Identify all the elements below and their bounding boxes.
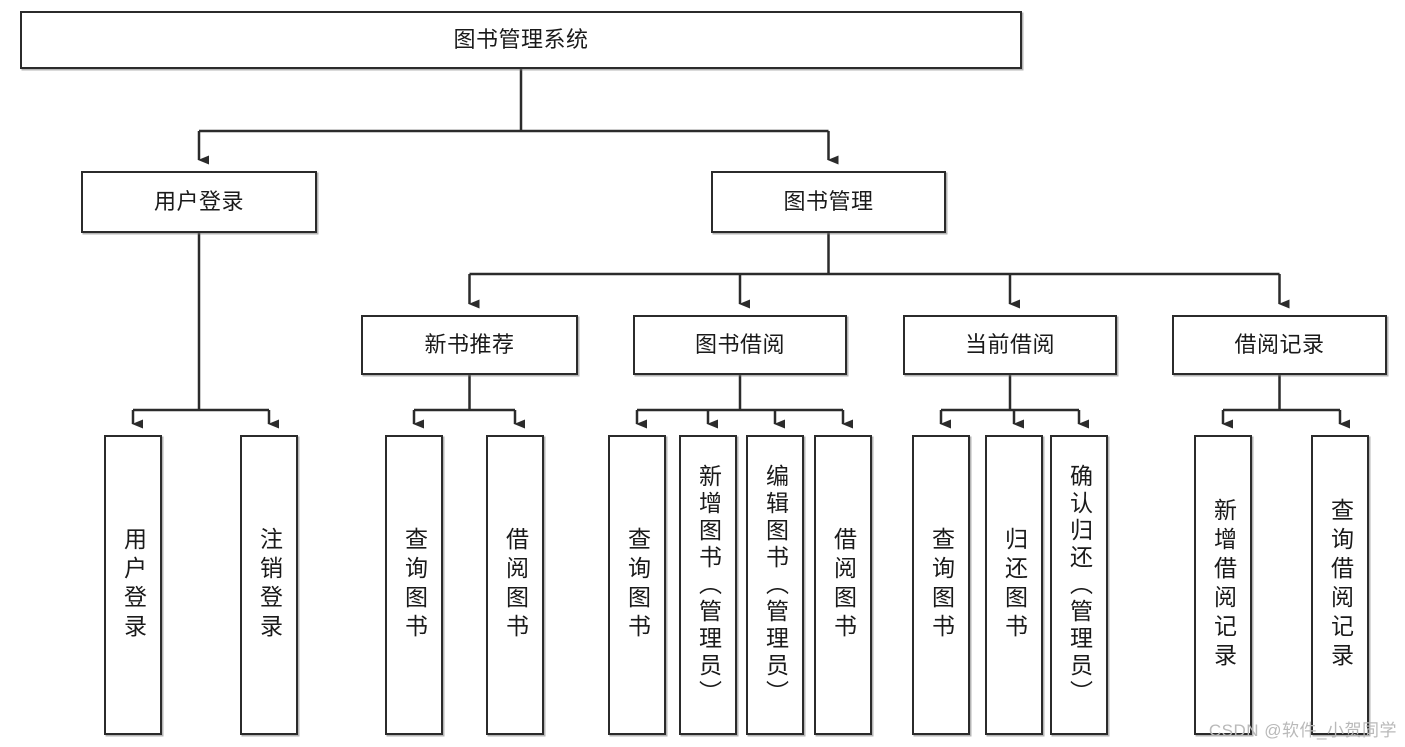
node-label: 注销登录: [256, 527, 283, 643]
node-label: 归还图书: [1001, 527, 1028, 643]
node-leaf-query-book-3[interactable]: 查询图书: [912, 435, 970, 735]
node-label: 查询图书: [928, 527, 955, 643]
node-label: 图书管理: [783, 189, 874, 215]
node-borrow-record[interactable]: 借阅记录: [1172, 315, 1387, 375]
node-leaf-query-record[interactable]: 查询借阅记录: [1311, 435, 1369, 735]
node-user-login[interactable]: 用户登录: [81, 171, 317, 233]
node-label: 图书管理系统: [453, 27, 589, 53]
node-new-book-recommend[interactable]: 新书推荐: [361, 315, 578, 375]
node-leaf-return-book[interactable]: 归还图书: [985, 435, 1043, 735]
node-label: 借阅记录: [1234, 332, 1325, 358]
node-leaf-user-login[interactable]: 用户登录: [104, 435, 162, 735]
node-leaf-borrow-book-2[interactable]: 借阅图书: [814, 435, 872, 735]
node-leaf-confirm-return[interactable]: 确认归还（管理员）: [1050, 435, 1108, 735]
node-label: 当前借阅: [964, 332, 1055, 358]
node-leaf-edit-book[interactable]: 编辑图书（管理员）: [746, 435, 804, 735]
node-label: 新书推荐: [424, 332, 515, 358]
node-current-borrow[interactable]: 当前借阅: [903, 315, 1117, 375]
node-leaf-add-book[interactable]: 新增图书（管理员）: [679, 435, 737, 735]
node-leaf-user-logout[interactable]: 注销登录: [240, 435, 298, 735]
node-label: 借阅图书: [830, 527, 857, 643]
node-label: 用户登录: [120, 527, 147, 643]
node-book-borrow[interactable]: 图书借阅: [633, 315, 847, 375]
node-label: 借阅图书: [502, 527, 529, 643]
node-root[interactable]: 图书管理系统: [20, 11, 1022, 69]
node-label: 图书借阅: [694, 332, 785, 358]
node-leaf-query-book-2[interactable]: 查询图书: [608, 435, 666, 735]
node-label: 新增图书（管理员）: [695, 463, 722, 707]
node-label: 查询图书: [624, 527, 651, 643]
node-label: 新增借阅记录: [1210, 498, 1237, 672]
node-leaf-add-record[interactable]: 新增借阅记录: [1194, 435, 1252, 735]
node-label: 确认归还（管理员）: [1066, 463, 1093, 707]
node-label: 查询借阅记录: [1327, 498, 1354, 672]
node-label: 编辑图书（管理员）: [762, 463, 789, 707]
node-label: 用户登录: [153, 189, 244, 215]
node-book-manage[interactable]: 图书管理: [711, 171, 946, 233]
node-leaf-query-book-1[interactable]: 查询图书: [385, 435, 443, 735]
node-label: 查询图书: [401, 527, 428, 643]
node-leaf-borrow-book-1[interactable]: 借阅图书: [486, 435, 544, 735]
